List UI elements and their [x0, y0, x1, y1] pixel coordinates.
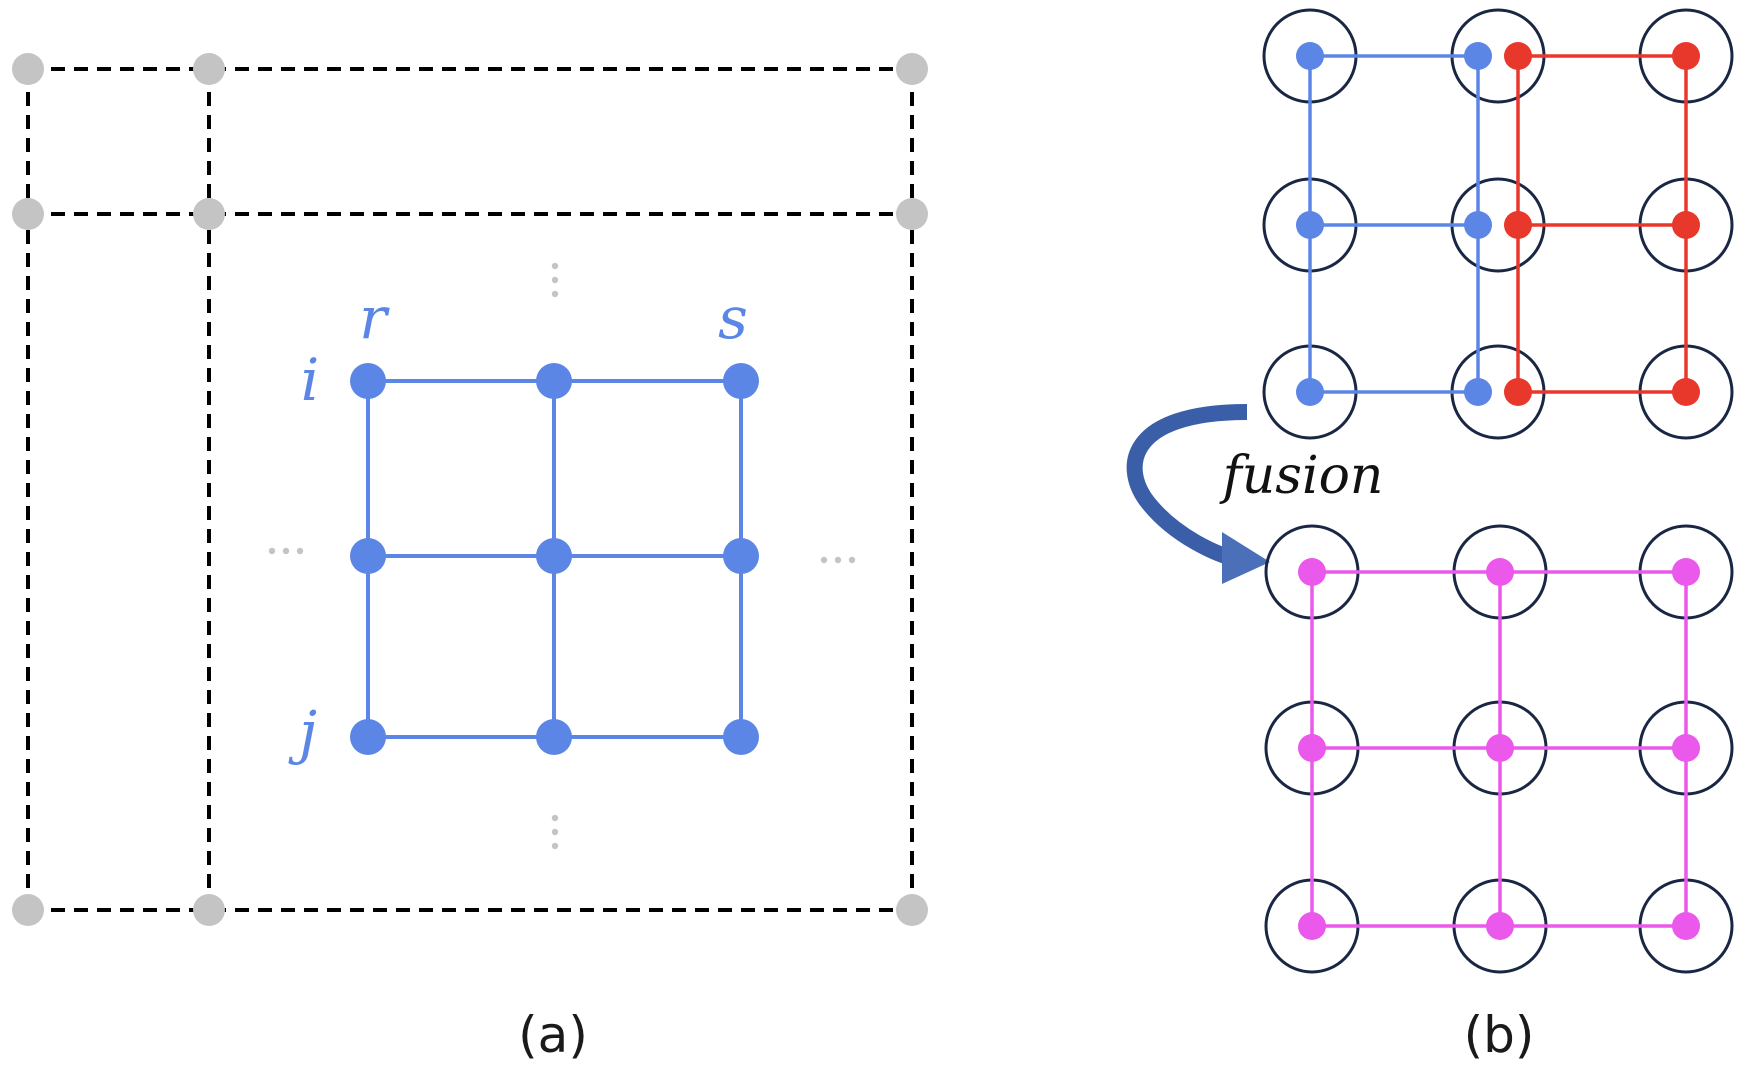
boundary-node	[193, 894, 225, 926]
col-label-s: s	[718, 284, 748, 352]
boundary-node	[896, 198, 928, 230]
grid-node	[536, 363, 572, 399]
grid-node	[723, 363, 759, 399]
grid-node	[350, 719, 386, 755]
ellipsis-left	[268, 547, 304, 555]
blue-node	[1296, 211, 1324, 239]
fused-node	[1298, 912, 1326, 940]
col-label-r: r	[359, 284, 390, 352]
grid-node	[350, 363, 386, 399]
blue-node	[1296, 378, 1324, 406]
fused-node	[1298, 558, 1326, 586]
blue-grid-graph	[350, 363, 759, 755]
blue-node	[1464, 378, 1492, 406]
blue-subgraph	[1296, 42, 1492, 406]
boundary-nodes	[12, 53, 928, 926]
row-label-j: j	[288, 698, 317, 766]
red-node	[1672, 42, 1700, 70]
caption-b: (b)	[1464, 1006, 1535, 1064]
panel-a: r s i j (a)	[12, 53, 928, 1064]
fused-graph	[1298, 558, 1700, 940]
red-node	[1672, 378, 1700, 406]
fused-node	[1486, 558, 1514, 586]
boundary-node	[896, 53, 928, 85]
red-subgraph	[1504, 42, 1700, 406]
fused-node	[1486, 912, 1514, 940]
grid-node	[723, 719, 759, 755]
panel-b: fusion	[1126, 8, 1734, 1064]
grid-node	[723, 538, 759, 574]
fused-node	[1672, 912, 1700, 940]
boundary-node	[193, 198, 225, 230]
dashed-partition-grid	[26, 67, 914, 912]
grid-node	[536, 719, 572, 755]
boundary-node	[896, 894, 928, 926]
grid-node	[536, 538, 572, 574]
boundary-node	[12, 198, 44, 230]
ellipsis-right	[820, 556, 856, 564]
blue-node	[1296, 42, 1324, 70]
boundary-node	[12, 53, 44, 85]
ellipsis-top	[551, 262, 559, 298]
blue-node	[1464, 211, 1492, 239]
red-node	[1504, 211, 1532, 239]
fusion-arrow	[1126, 404, 1270, 584]
caption-a: (a)	[518, 1006, 588, 1064]
blue-node	[1464, 42, 1492, 70]
fused-node	[1486, 734, 1514, 762]
fused-node	[1672, 734, 1700, 762]
boundary-node	[12, 894, 44, 926]
fused-node	[1672, 558, 1700, 586]
row-label-i: i	[301, 346, 320, 414]
grid-node	[350, 538, 386, 574]
fused-node	[1298, 734, 1326, 762]
fusion-label: fusion	[1219, 446, 1384, 506]
boundary-node	[193, 53, 225, 85]
ellipsis-bottom	[551, 814, 559, 850]
red-node	[1504, 378, 1532, 406]
red-node	[1504, 42, 1532, 70]
red-node	[1672, 211, 1700, 239]
